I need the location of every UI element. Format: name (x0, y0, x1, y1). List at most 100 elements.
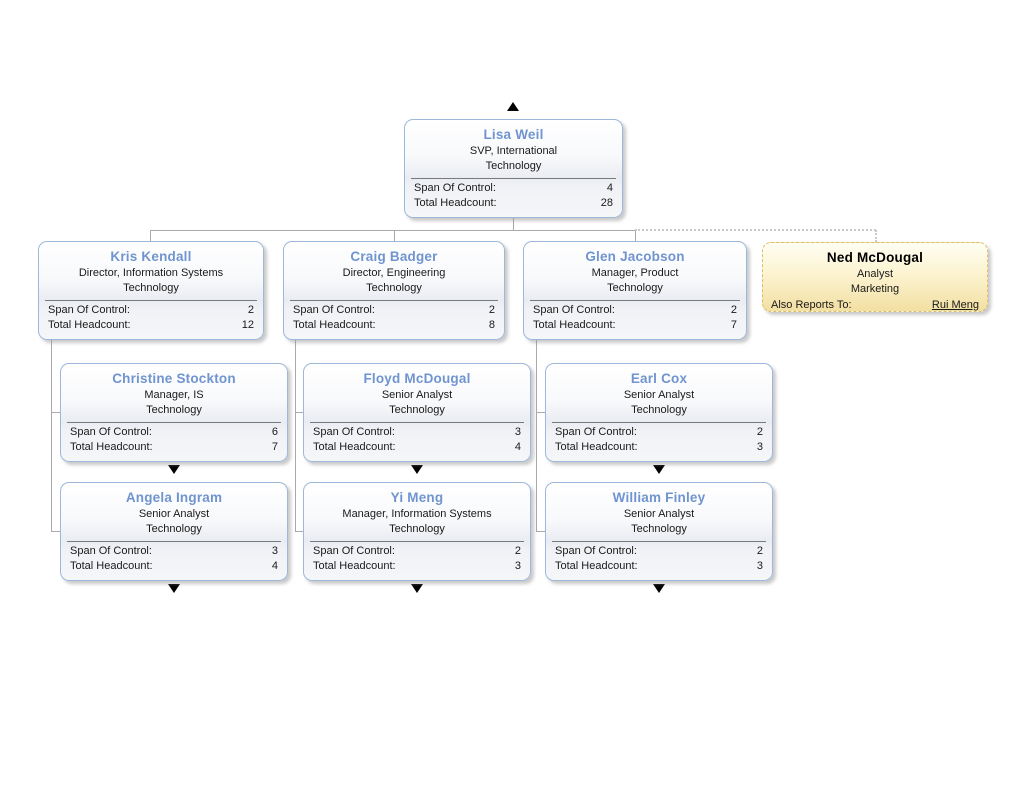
employee-title: Analyst (856, 268, 894, 280)
total-headcount-row: Total Headcount: 3 (555, 440, 763, 455)
span-of-control-label: Span Of Control: (533, 304, 615, 316)
employee-name[interactable]: William Finley (612, 490, 706, 505)
org-node-ned-mcdougal[interactable]: Ned McDougal Analyst Marketing Also Repo… (762, 242, 988, 312)
org-node-christine-stockton[interactable]: Christine Stockton Manager, IS Technolog… (60, 363, 288, 462)
employee-name[interactable]: Yi Meng (390, 490, 444, 505)
employee-department: Technology (631, 404, 687, 416)
total-headcount-label: Total Headcount: (70, 560, 153, 572)
span-of-control-label: Span Of Control: (293, 304, 375, 316)
total-headcount-label: Total Headcount: (533, 319, 616, 331)
span-of-control-value: 4 (606, 182, 613, 194)
org-node-floyd-mcdougal[interactable]: Floyd McDougal Senior Analyst Technology… (303, 363, 531, 462)
employee-title: Manager, Product (591, 267, 679, 279)
org-node-yi-meng[interactable]: Yi Meng Manager, Information Systems Tec… (303, 482, 531, 581)
total-headcount-value: 4 (271, 560, 278, 572)
employee-name: Ned McDougal (826, 250, 924, 265)
total-headcount-label: Total Headcount: (414, 197, 497, 209)
node-divider (67, 422, 281, 423)
total-headcount-value: 4 (514, 441, 521, 453)
employee-department: Technology (146, 523, 202, 535)
span-of-control-row: Span Of Control: 4 (414, 181, 613, 196)
span-of-control-label: Span Of Control: (70, 545, 152, 557)
employee-name[interactable]: Glen Jacobson (585, 249, 685, 264)
expand-parent-arrow-icon[interactable] (507, 102, 519, 111)
total-headcount-row: Total Headcount: 3 (555, 559, 763, 574)
also-reports-to-row: Also Reports To: Rui Meng (763, 297, 987, 313)
org-node-craig-badger[interactable]: Craig Badger Director, Engineering Techn… (283, 241, 505, 340)
span-of-control-value: 2 (756, 426, 763, 438)
span-of-control-row: Span Of Control: 3 (313, 425, 521, 440)
span-of-control-row: Span Of Control: 6 (70, 425, 278, 440)
span-of-control-value: 2 (730, 304, 737, 316)
employee-name[interactable]: Christine Stockton (112, 371, 236, 386)
employee-title: Senior Analyst (138, 508, 210, 520)
node-divider (552, 541, 766, 542)
span-of-control-row: Span Of Control: 2 (555, 544, 763, 559)
connector-drop-craig (394, 230, 395, 241)
org-node-lisa-weil[interactable]: Lisa Weil SVP, International Technology … (404, 119, 623, 218)
employee-department: Technology (631, 523, 687, 535)
span-of-control-row: Span Of Control: 2 (313, 544, 521, 559)
org-node-kris-kendall[interactable]: Kris Kendall Director, Information Syste… (38, 241, 264, 340)
connector-drop-kris (150, 230, 151, 241)
employee-department: Technology (146, 404, 202, 416)
connector-dotted-ned-horizontal (635, 229, 876, 231)
span-of-control-label: Span Of Control: (414, 182, 496, 194)
span-of-control-label: Span Of Control: (555, 545, 637, 557)
total-headcount-row: Total Headcount: 7 (533, 318, 737, 333)
connector-stub-christine (51, 412, 60, 413)
employee-title: Director, Information Systems (78, 267, 224, 279)
total-headcount-label: Total Headcount: (555, 560, 638, 572)
total-headcount-label: Total Headcount: (48, 319, 131, 331)
total-headcount-row: Total Headcount: 7 (70, 440, 278, 455)
connector-dotted-ned-drop (875, 230, 877, 242)
node-divider (67, 541, 281, 542)
span-of-control-value: 3 (514, 426, 521, 438)
employee-name[interactable]: Earl Cox (630, 371, 688, 386)
connector-stub-william (536, 531, 545, 532)
connector-stub-angela (51, 531, 60, 532)
employee-department: Technology (366, 282, 422, 294)
employee-name[interactable]: Lisa Weil (483, 127, 544, 142)
connector-glen-vertical (536, 340, 537, 532)
org-node-william-finley[interactable]: William Finley Senior Analyst Technology… (545, 482, 773, 581)
connector-craig-vertical (295, 340, 296, 532)
total-headcount-row: Total Headcount: 12 (48, 318, 254, 333)
node-divider (530, 300, 740, 301)
employee-title: SVP, International (469, 145, 558, 157)
employee-name[interactable]: Craig Badger (350, 249, 438, 264)
employee-name[interactable]: Floyd McDougal (363, 371, 471, 386)
employee-name[interactable]: Angela Ingram (125, 490, 223, 505)
span-of-control-value: 2 (756, 545, 763, 557)
employee-title: Manager, IS (144, 389, 204, 401)
expand-children-arrow-icon-christine[interactable] (168, 465, 180, 474)
span-of-control-label: Span Of Control: (555, 426, 637, 438)
span-of-control-row: Span Of Control: 2 (293, 303, 495, 318)
span-of-control-value: 2 (514, 545, 521, 557)
total-headcount-label: Total Headcount: (313, 441, 396, 453)
total-headcount-value: 3 (756, 441, 763, 453)
expand-children-arrow-icon-yi[interactable] (411, 584, 423, 593)
expand-children-arrow-icon-angela[interactable] (168, 584, 180, 593)
org-node-angela-ingram[interactable]: Angela Ingram Senior Analyst Technology … (60, 482, 288, 581)
employee-name[interactable]: Kris Kendall (110, 249, 192, 264)
employee-title: Senior Analyst (623, 389, 695, 401)
expand-children-arrow-icon-william[interactable] (653, 584, 665, 593)
span-of-control-value: 6 (271, 426, 278, 438)
employee-department: Technology (485, 160, 542, 172)
total-headcount-label: Total Headcount: (70, 441, 153, 453)
total-headcount-row: Total Headcount: 8 (293, 318, 495, 333)
connector-lisa-drop (513, 218, 514, 230)
org-node-glen-jacobson[interactable]: Glen Jacobson Manager, Product Technolog… (523, 241, 747, 340)
total-headcount-row: Total Headcount: 3 (313, 559, 521, 574)
expand-children-arrow-icon-floyd[interactable] (411, 465, 423, 474)
span-of-control-row: Span Of Control: 2 (555, 425, 763, 440)
connector-kris-vertical (51, 340, 52, 532)
also-reports-to-link[interactable]: Rui Meng (931, 299, 979, 311)
connector-stub-floyd (295, 412, 303, 413)
node-divider (552, 422, 766, 423)
total-headcount-label: Total Headcount: (313, 560, 396, 572)
org-node-earl-cox[interactable]: Earl Cox Senior Analyst Technology Span … (545, 363, 773, 462)
expand-children-arrow-icon-earl[interactable] (653, 465, 665, 474)
